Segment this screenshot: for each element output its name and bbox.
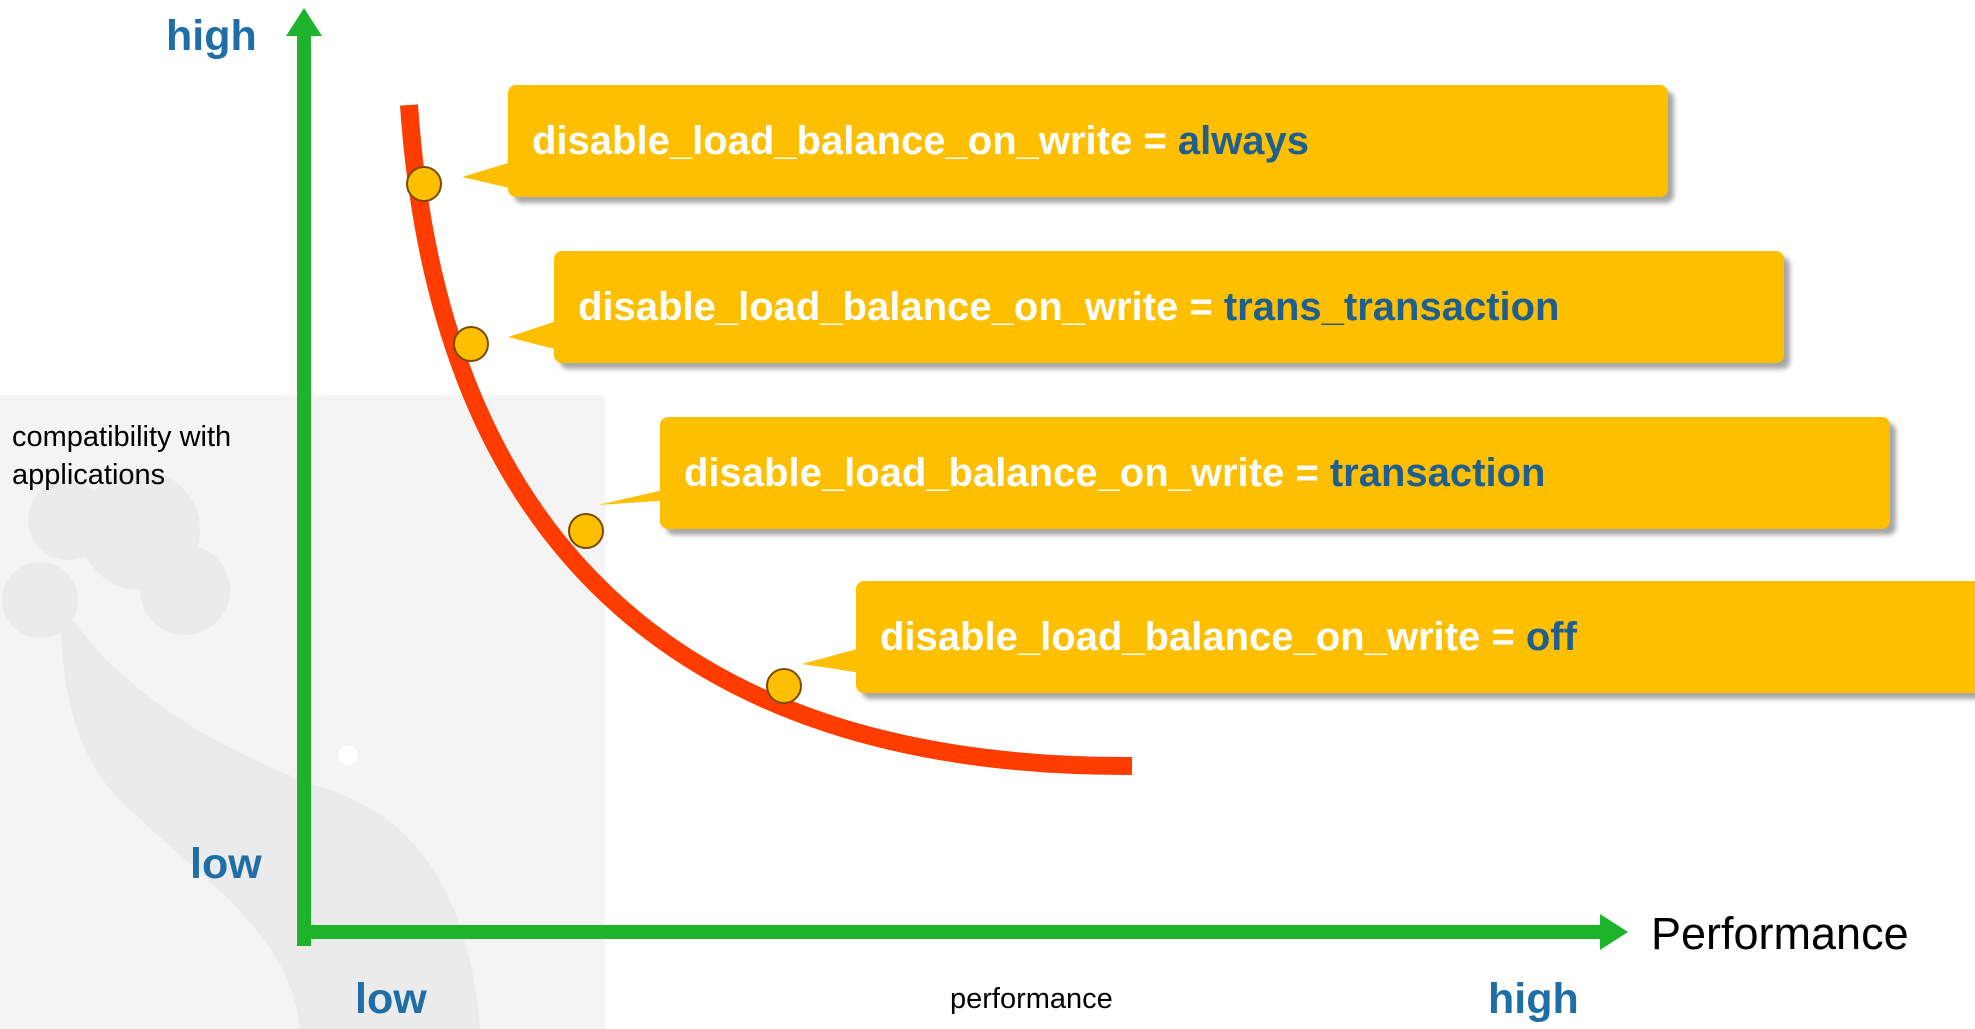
callout-pointer-off xyxy=(802,646,868,674)
callout-key: disable_load_balance_on_write xyxy=(578,284,1179,329)
x-axis-high-label: high xyxy=(1488,975,1579,1023)
y-axis-low-label: low xyxy=(190,840,262,888)
curve-marker-trans-transaction xyxy=(453,326,489,362)
x-axis-arrowhead xyxy=(1600,914,1628,950)
callout-key: disable_load_balance_on_write xyxy=(684,450,1285,495)
callout-equals: = xyxy=(1132,118,1178,163)
callout-pointer-transaction xyxy=(598,488,672,505)
y-axis-arrowhead xyxy=(286,8,322,36)
x-axis-line xyxy=(297,925,1612,939)
callout-value: trans_transaction xyxy=(1223,284,1560,329)
x-axis-low-label: low xyxy=(355,975,427,1023)
callout-off: disable_load_balance_on_write = off xyxy=(856,581,1975,693)
tradeoff-curve xyxy=(400,104,1133,776)
y-axis-title-line-2: applications xyxy=(12,459,166,491)
callout-key: disable_load_balance_on_write xyxy=(532,118,1133,163)
y-axis-title: compatibility with applications xyxy=(12,418,231,494)
callout-equals: = xyxy=(1178,284,1224,329)
y-axis-line xyxy=(297,30,311,946)
callout-equals: = xyxy=(1480,614,1526,659)
x-axis-title: performance xyxy=(950,983,1113,1015)
callout-value: always xyxy=(1177,118,1310,163)
y-axis-title-line-1: compatibility with xyxy=(12,421,232,453)
y-axis-high-label: high xyxy=(166,12,257,60)
callout-equals: = xyxy=(1284,450,1330,495)
callout-transaction: disable_load_balance_on_write = transact… xyxy=(660,417,1890,529)
callout-value: off xyxy=(1525,614,1577,659)
curve-marker-always xyxy=(406,166,442,202)
callout-pointer-trans-transaction xyxy=(508,318,566,352)
curve-marker-transaction xyxy=(568,513,604,549)
x-axis-arrow-label: Performance xyxy=(1651,908,1909,959)
callout-value: transaction xyxy=(1329,450,1546,495)
callout-pointer-always xyxy=(462,160,518,190)
callout-trans-transaction: disable_load_balance_on_write = trans_tr… xyxy=(554,251,1784,363)
curve-marker-off xyxy=(766,668,802,704)
callout-always: disable_load_balance_on_write = always xyxy=(508,85,1668,197)
callout-key: disable_load_balance_on_write xyxy=(880,614,1481,659)
